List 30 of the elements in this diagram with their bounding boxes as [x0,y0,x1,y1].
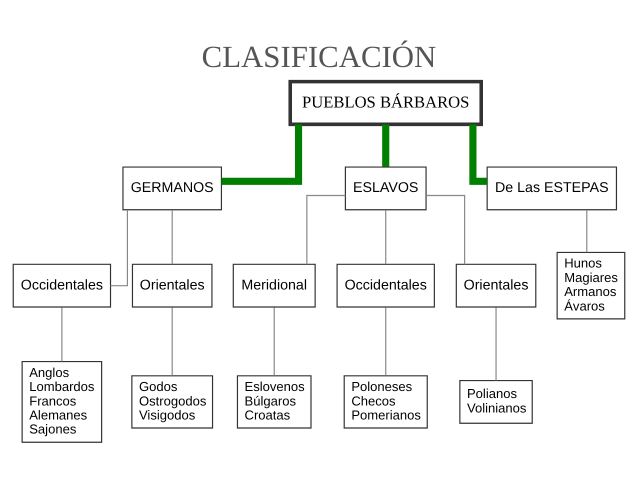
node-box: ESLAVOS [344,166,427,210]
node-box: Polianos Volinianos [459,379,533,424]
connector [586,210,588,252]
node-box: Orientales [132,263,213,308]
connector [110,210,128,286]
node-box: GERMANOS [122,166,222,210]
node-box: Godos Ostrogodos Visigodos [131,374,214,428]
connector [469,124,488,184]
node-box: Anglos Lombardos Francos Alemanes Sajones [22,360,102,442]
connector [495,307,497,380]
node-box: Orientales [456,263,536,308]
connector [172,307,173,376]
connector [385,210,386,264]
node-box: De Las ESTEPAS [486,166,618,210]
connector [172,210,173,264]
node-box: PUEBLOS BÁRBAROS [288,79,483,126]
node-box: Occidentales [336,263,435,308]
connector [385,307,386,376]
connector [306,194,346,264]
connector [274,307,275,376]
node-box: Hunos Magiares Armanos Ávaros [556,251,626,319]
node-box: Poloneses Checos Pomerianos [344,374,428,428]
diagram-title: CLASIFICACIÓN [202,40,436,74]
connector [61,307,62,361]
node-box: Occidentales [12,263,112,308]
node-box: Meridional [232,263,316,308]
node-box: Eslovenos Búlgaros Croatas [236,374,312,428]
connector [222,124,302,184]
connector [426,194,466,264]
connector [382,124,390,166]
